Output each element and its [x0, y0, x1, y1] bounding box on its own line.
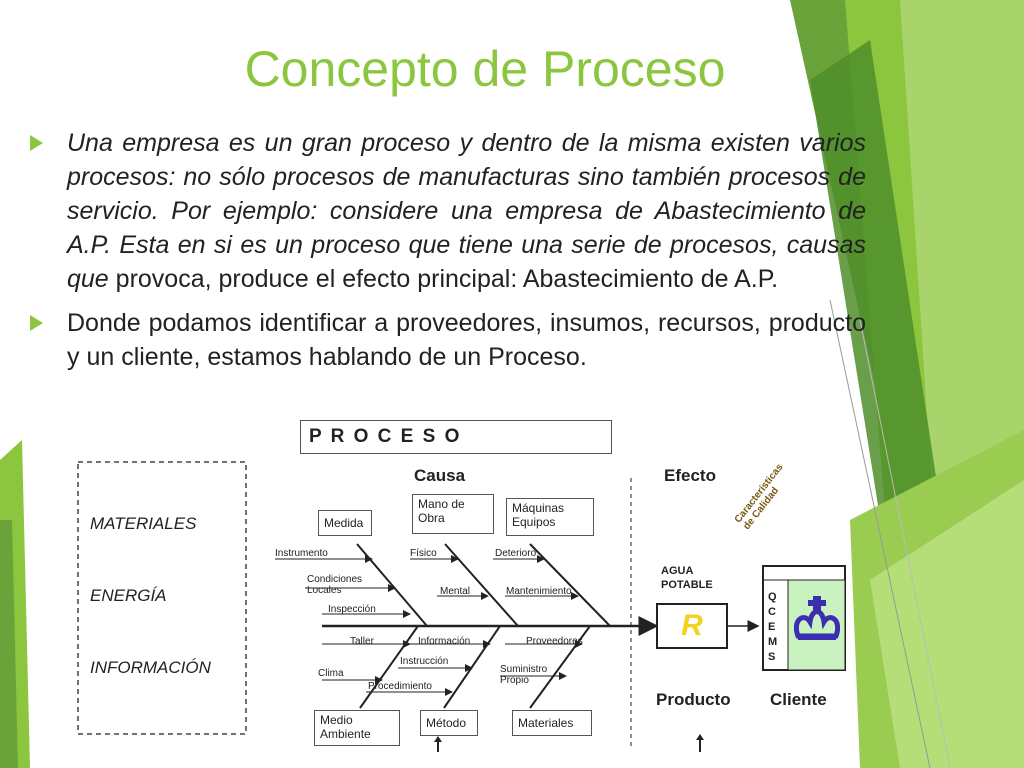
sub-cause: Inspección: [328, 604, 376, 615]
sub-cause: Instrumento: [275, 548, 328, 559]
sub-cause: Mental: [440, 586, 471, 597]
sub-cause: Físico: [410, 548, 437, 559]
proceso-title-box: P R O C E S O: [300, 420, 612, 454]
bullet-arrow-icon: [30, 135, 43, 151]
input-materiales: MATERIALES: [90, 514, 197, 533]
cause-box-mano-obra: Mano de Obra: [412, 494, 494, 534]
product-text: AGUA POTABLE: [661, 565, 713, 591]
bullet-arrow-icon: [30, 315, 43, 331]
efecto-label: Efecto: [664, 466, 716, 485]
sub-cause: Condiciones Locales: [307, 574, 363, 596]
sub-cause: Deterioro: [495, 548, 537, 559]
product-symbol: R: [681, 609, 703, 642]
qcems-q: Q: [768, 591, 777, 603]
bullet-item: Donde podamos identificar a proveedores,…: [30, 306, 866, 374]
cause-box-metodo: Método: [420, 710, 478, 736]
bullet-text: Una empresa es un gran proceso y dentro …: [67, 126, 866, 296]
cause-box-maquinas: Máquinas Equipos: [506, 498, 594, 536]
slide-title: Concepto de Proceso: [244, 41, 726, 97]
sub-cause: Taller: [350, 636, 374, 647]
sub-cause: Proveedores: [526, 636, 583, 647]
input-energia: ENERGÍA: [90, 586, 167, 605]
qcems-e: E: [768, 621, 776, 633]
cause-box-medida: Medida: [318, 510, 372, 536]
bullet-text: Donde podamos identificar a proveedores,…: [67, 309, 866, 371]
crown-icon: [794, 596, 840, 640]
bullet-text-italic: Una empresa es un gran proceso y dentro …: [67, 129, 866, 293]
input-informacion: INFORMACIÓN: [90, 658, 211, 677]
cause-box-materiales: Materiales: [512, 710, 592, 736]
sub-cause: Información: [418, 636, 471, 647]
sub-cause: Suministro Propio: [500, 664, 548, 686]
sub-cause: Instrucción: [400, 656, 449, 667]
sub-cause: Mantenimiento: [506, 586, 572, 597]
bullet-text-regular: provoca, produce el efecto principal: Ab…: [108, 265, 779, 293]
sub-cause: Clima: [318, 668, 344, 679]
causa-label: Causa: [414, 466, 466, 485]
process-diagram: P R O C E S O MATERIALES ENERGÍA INFORMA…: [60, 418, 850, 752]
qcems-m: M: [768, 636, 778, 648]
bullet-list: Una empresa es un gran proceso y dentro …: [30, 126, 866, 384]
qcems-s: S: [768, 651, 776, 663]
product-label: Producto: [656, 690, 731, 709]
bullet-item: Una empresa es un gran proceso y dentro …: [30, 126, 866, 296]
client-label: Cliente: [770, 690, 827, 709]
cause-box-medio-ambiente: Medio Ambiente: [314, 710, 400, 746]
sub-cause: Procedimiento: [368, 681, 432, 692]
qcems-c: C: [768, 606, 776, 618]
